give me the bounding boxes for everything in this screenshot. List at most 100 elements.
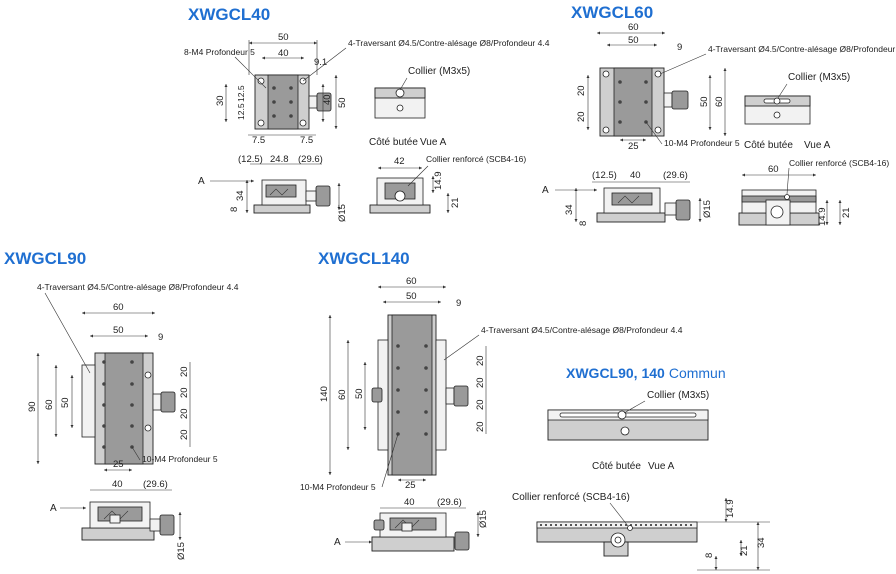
label-collar-reinf-60: Collier renforcé (SCB4-16) — [789, 158, 889, 168]
dim-20-t140-b: 20 — [475, 377, 486, 388]
dim-50-v60: 50 — [699, 96, 710, 107]
dim-20-t60-a: 20 — [576, 85, 587, 96]
dim-d15-60: Ø15 — [702, 200, 713, 218]
dim-140-t140: 140 — [319, 386, 330, 402]
dim-40-s140: 40 — [404, 497, 415, 508]
xwgcl40-top-view: 50 40 9.1 30 12.5 12.5 50 40 7.5 7.5 8-M… — [184, 32, 550, 146]
dim-7-5-a: 7.5 — [252, 135, 265, 146]
dim-p12-5-60: (12.5) — [592, 170, 617, 181]
dim-60-v90: 60 — [44, 399, 55, 410]
xwgcl140-top-view: 60 50 9 140 60 50 20 20 20 20 25 4-Trave… — [300, 276, 683, 492]
label-through-40: 4-Traversant Ø4.5/Contre-alésage Ø8/Prof… — [348, 38, 550, 48]
label-view-a-common: Vue A — [648, 461, 675, 472]
dim-14-9-60: 14.9 — [817, 208, 828, 227]
label-8-m4: 8-M4 Profondeur 5 — [184, 47, 255, 57]
dim-8-common: 8 — [704, 553, 715, 558]
dim-p29-6-90: (29.6) — [143, 479, 168, 490]
dim-60-t90: 60 — [113, 302, 124, 313]
dim-50-v: 50 — [337, 97, 348, 108]
dim-d15-90: Ø15 — [176, 542, 187, 560]
dim-50: 50 — [278, 32, 289, 43]
dim-34-40: 34 — [235, 190, 246, 201]
dim-20-t90-b: 20 — [179, 387, 190, 398]
xwgcl90-top-view: 60 50 9 90 60 50 20 20 20 20 25 4-Traver… — [27, 282, 239, 472]
label-view-a-60: Vue A — [804, 140, 831, 151]
title-xwgcl60: XWGCL60 — [571, 3, 653, 22]
dim-p29-6-60: (29.6) — [663, 170, 688, 181]
dim-50-v90: 50 — [60, 397, 71, 408]
label-view-a-40: Vue A — [420, 137, 447, 148]
label-collar-reinf-40: Collier renforcé (SCB4-16) — [426, 154, 526, 164]
dim-20-t90-a: 20 — [179, 366, 190, 377]
title-xwgcl40: XWGCL40 — [188, 5, 270, 24]
xwgcl60-front-view: 60 Collier renforcé (SCB4-16) 14.9 21 — [738, 158, 889, 227]
xwgcl40-view-a: Collier (M3x5) Côté butée Vue A — [369, 66, 470, 148]
dim-20-t90-d: 20 — [179, 429, 190, 440]
dim-21-common: 21 — [739, 545, 750, 556]
dim-21-60: 21 — [841, 207, 852, 218]
dim-60-v140: 60 — [337, 389, 348, 400]
label-stop-side-common: Côté butée — [592, 461, 641, 472]
common-view-a: Collier (M3x5) Côté butée Vue A — [547, 390, 709, 472]
section-xwgcl60: XWGCL60 60 50 9 20 20 50 60 25 4-Tr — [542, 3, 896, 226]
label-10-m4-60: 10-M4 Profondeur 5 — [664, 138, 740, 148]
label-collar-60: Collier (M3x5) — [788, 72, 850, 83]
dim-50-t140: 50 — [406, 291, 417, 302]
dim-34-60: 34 — [564, 204, 575, 215]
xwgcl60-top-view: 60 50 9 20 20 50 60 25 4-Traversant Ø4.5… — [576, 22, 896, 152]
xwgcl40-front-view: 42 Collier renforcé (SCB4-16) 14.9 21 — [369, 154, 526, 214]
dim-p29-6-40: (29.6) — [298, 154, 323, 165]
section-xwgcl140: XWGCL140 60 50 9 140 60 5 — [300, 249, 683, 552]
dim-d15-140: Ø15 — [478, 510, 489, 528]
label-through-140: 4-Traversant Ø4.5/Contre-alésage Ø8/Prof… — [481, 325, 683, 335]
label-stop-side-60: Côté butée — [744, 140, 793, 151]
dim-40-v: 40 — [322, 94, 333, 105]
label-10-m4-90: 10-M4 Profondeur 5 — [142, 454, 218, 464]
dim-p12-5: (12.5) — [238, 154, 263, 165]
label-stop-side-40: Côté butée — [369, 137, 418, 148]
common-front-view: Collier renforcé (SCB4-16) 14.9 21 34 8 — [512, 492, 770, 571]
title-common-b: Commun — [669, 365, 726, 381]
dim-9-1: 9.1 — [314, 57, 327, 68]
label-collar-common: Collier (M3x5) — [647, 390, 709, 401]
section-xwgcl90: XWGCL90 60 50 9 90 60 50 2 — [4, 249, 239, 560]
label-through-90: 4-Traversant Ø4.5/Contre-alésage Ø8/Prof… — [37, 282, 239, 292]
dim-21-40: 21 — [450, 197, 461, 208]
dim-34-common: 34 — [756, 537, 767, 548]
dim-8-60: 8 — [578, 221, 589, 226]
dim-9-t140: 9 — [456, 298, 461, 309]
dim-20-t90-c: 20 — [179, 408, 190, 419]
dim-d15-40: Ø15 — [337, 204, 348, 222]
dim-9-t90: 9 — [158, 332, 163, 343]
dim-60-t140: 60 — [406, 276, 417, 287]
label-a-90: A — [50, 503, 57, 514]
dim-40-s60: 40 — [630, 170, 641, 181]
xwgcl60-view-a: Collier (M3x5) Côté butée Vue A — [744, 72, 850, 151]
dim-25-t90: 25 — [113, 459, 124, 470]
dim-20-t140-d: 20 — [475, 421, 486, 432]
dim-20-t140-a: 20 — [475, 355, 486, 366]
label-10-m4-140: 10-M4 Profondeur 5 — [300, 482, 376, 492]
dim-42: 42 — [394, 156, 405, 167]
dim-20-t140-c: 20 — [475, 399, 486, 410]
dim-12-5-b: 12.5 — [236, 103, 246, 120]
dim-7-5-b: 7.5 — [300, 135, 313, 146]
dim-14-9-40: 14.9 — [433, 172, 444, 191]
dim-40-s90: 40 — [112, 479, 123, 490]
label-collar-40: Collier (M3x5) — [408, 66, 470, 77]
dim-50-t90: 50 — [113, 325, 124, 336]
dim-p29-6-140: (29.6) — [437, 497, 462, 508]
dim-25-t60: 25 — [628, 141, 639, 152]
label-a-60: A — [542, 185, 549, 196]
xwgcl90-side-view: A 40 (29.6) Ø15 — [50, 479, 187, 560]
dim-40: 40 — [278, 48, 289, 59]
dim-90-t90: 90 — [27, 401, 38, 412]
dim-9-t60: 9 — [677, 42, 682, 53]
dim-60-f60: 60 — [768, 164, 779, 175]
xwgcl60-side-view: A (12.5) 40 (29.6) 34 8 Ø15 — [542, 170, 713, 226]
dim-50-v140: 50 — [354, 388, 365, 399]
dim-60-v60: 60 — [714, 96, 725, 107]
